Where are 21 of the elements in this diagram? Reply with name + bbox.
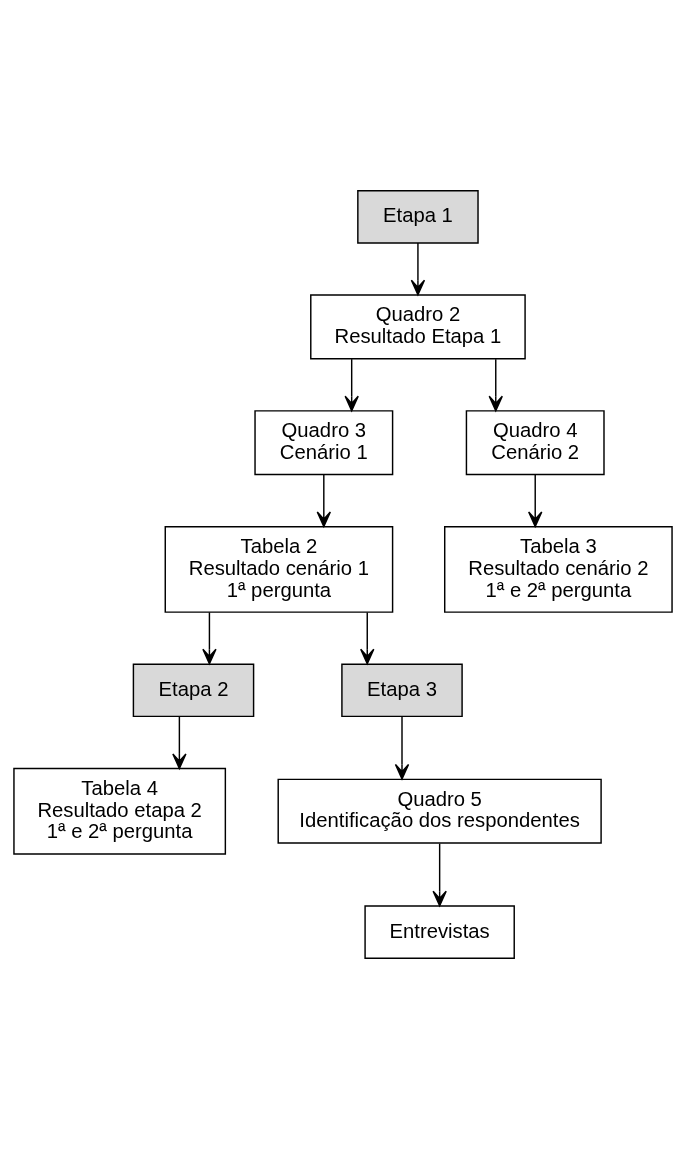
- node-box: Quadro 4 Cenário 2: [465, 410, 605, 476]
- node-box: Quadro 3 Cenário 1: [254, 410, 394, 476]
- node-box: Etapa 1: [357, 190, 479, 244]
- arrow: [432, 842, 447, 907]
- node-box: Entrevistas: [364, 905, 515, 959]
- arrow: [172, 715, 187, 770]
- node-box: Tabela 2 Resultado cenário 1 1ª pergunta: [164, 526, 394, 613]
- node-box: Tabela 4 Resultado etapa 2 1ª e 2ª pergunta: [13, 767, 227, 855]
- arrow: [394, 715, 410, 780]
- arrow: [527, 474, 543, 528]
- arrow: [202, 611, 217, 665]
- arrow: [316, 474, 332, 528]
- node-box: Quadro 2 Resultado Etapa 1: [310, 294, 526, 360]
- arrow: [344, 358, 359, 412]
- node-box: Tabela 3 Resultado cenário 2 1ª e 2ª pergunta: [444, 526, 673, 613]
- arrow: [410, 242, 426, 296]
- node-box: Quadro 5 Identificação dos respondentes: [277, 778, 602, 844]
- node-box: Etapa 3: [341, 663, 463, 718]
- arrow: [360, 611, 375, 665]
- node-box: Etapa 2: [132, 663, 255, 718]
- arrow: [488, 358, 503, 412]
